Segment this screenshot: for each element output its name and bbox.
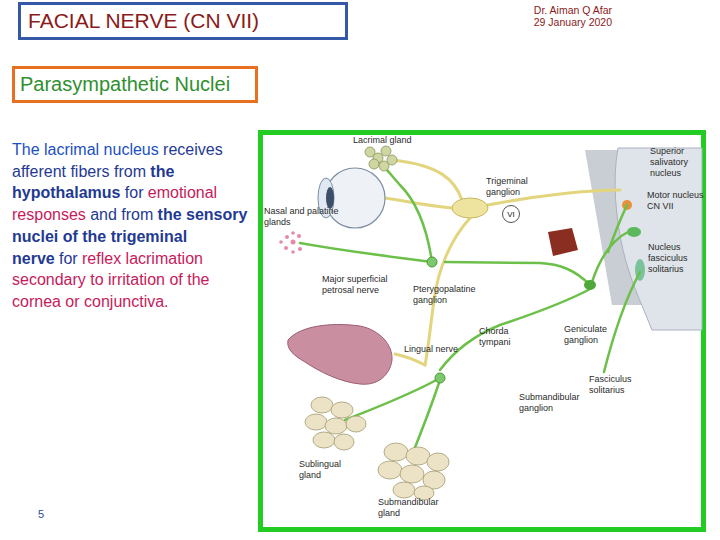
body-text: The lacrimal nucleus [12,141,159,158]
nerve-line [608,205,627,252]
gland-lobule [331,402,353,418]
gland-dot [284,246,288,250]
part-label: Submandibular gland [378,497,446,519]
gland-lobule [346,416,366,432]
iris [326,187,334,209]
pterygopalatine-ganglion [427,257,437,267]
nerve-line [592,232,628,282]
gland-dot [291,231,295,235]
nasal-glands [279,231,302,254]
inner-ear-block [548,228,578,256]
eyeball [325,168,385,228]
brainstem [585,148,702,330]
gland-lobule [406,447,430,465]
part-label: Trigeminal ganglion [486,176,544,198]
gland-lobule [393,482,415,498]
gland-lobule [387,155,397,165]
body-text: and from [90,206,153,223]
part-label: Submandibular ganglion [519,392,587,414]
part-label: Superior salivatory nucleus [650,146,702,179]
title-box: FACIAL NERVE (CN VII) [18,2,348,40]
part-label: Lacrimal gland [353,135,412,146]
submandibular-ganglion [435,373,445,383]
part-label: Nucleus fasciculus solitarius [648,242,700,275]
nerve-line [300,243,432,262]
part-label: Sublingual gland [299,459,349,481]
part-label: Nasal and palatine glands [264,206,340,228]
nerve-line [392,160,462,200]
part-label: Pterygopalatine ganglion [413,284,485,306]
sublingual-gland [305,397,366,450]
gland-dot [291,240,296,245]
nerve-line [385,198,452,208]
facial-nerve-fibers [300,163,640,455]
nerve-line [604,272,640,372]
gland-lobule [378,461,402,479]
nerve-circle: VI [502,205,520,223]
part-label: Fasciculus solitarius [589,374,643,396]
part-label: Lingual nerve [404,344,458,355]
gland-lobule [311,397,333,413]
trigeminal-ganglion [452,198,488,218]
gland-lobule [384,443,408,461]
date-text: 29 January 2020 [480,16,612,29]
gland-lobule [381,146,391,156]
part-label: Major superficial petrosal nerve [322,274,402,296]
nerve-line [395,354,425,365]
eye [318,168,385,228]
nerve-line [412,380,440,455]
gland-lobule [313,432,335,448]
tongue [288,325,392,385]
page-number: 5 [38,508,44,521]
part-label: Geniculate ganglion [564,324,618,346]
submandibular-gland [378,443,449,500]
gland-dot [297,234,301,238]
gland-lobule [400,465,424,483]
body-text: for [125,184,144,201]
nerve-number: VI [507,210,515,219]
gland-lobule [369,159,379,169]
section-heading: Parasympathetic Nuclei [20,73,230,96]
geniculate-ganglion [584,280,596,290]
gland-lobule [427,453,449,471]
body-paragraph: The lacrimal nucleusreceives afferent fi… [12,139,250,313]
section-heading-box: Parasympathetic Nuclei [12,66,258,103]
gland-lobule [305,414,327,430]
gland-dot [291,250,295,254]
gland-lobule [325,418,347,434]
trigeminal-nerves [385,160,620,365]
figure-frame [261,133,704,530]
part-label: Motor nucleus CN VII [647,190,705,212]
lacrimal-gland [365,146,397,171]
gland-lobule [334,434,354,450]
gland-dot [279,240,283,244]
part-label: Chorda tympani [479,326,523,348]
slide-title: FACIAL NERVE (CN VII) [28,9,259,33]
author-name: Dr. Aiman Q Afar [480,4,612,17]
nerve-line [445,262,590,285]
body-text: for [59,250,78,267]
nerve-line [380,163,432,262]
gland-dot [285,235,289,239]
gland-dot [298,247,302,251]
